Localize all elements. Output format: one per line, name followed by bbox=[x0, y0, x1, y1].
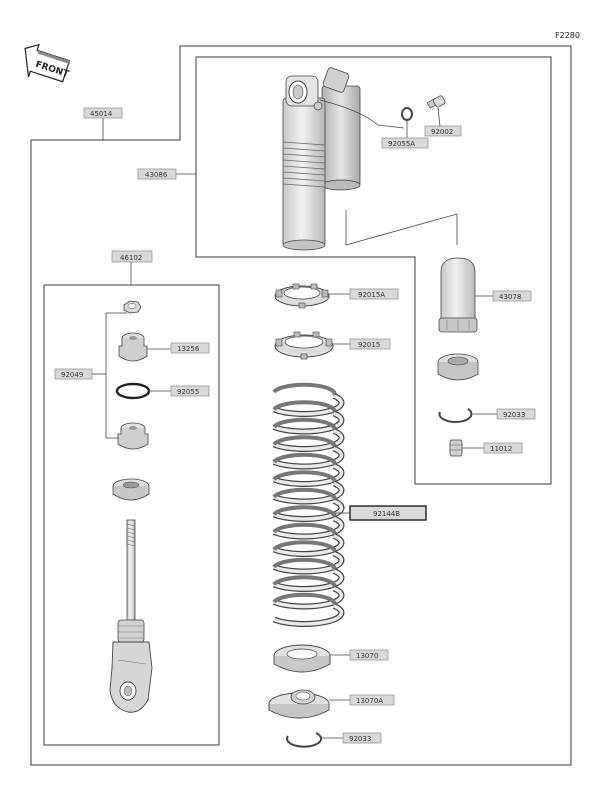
svg-text:92015: 92015 bbox=[358, 341, 380, 349]
damper-rod-part bbox=[109, 519, 153, 713]
label-92055: 92055 bbox=[170, 385, 210, 397]
label-13070: 13070 bbox=[349, 649, 389, 661]
subassembly-frame-46102 bbox=[43, 284, 220, 746]
svg-text:11012: 11012 bbox=[490, 445, 512, 453]
svg-text:92033: 92033 bbox=[349, 735, 371, 743]
reservoir-cap-43078-part bbox=[438, 257, 478, 333]
o-ring-92055-part bbox=[115, 382, 151, 400]
reservoir-end-cap-part bbox=[437, 353, 479, 381]
svg-text:43078: 43078 bbox=[499, 293, 521, 301]
valve-11012-part bbox=[449, 439, 463, 457]
piston-13256-part bbox=[118, 332, 148, 362]
coil-spring-92144B-part bbox=[272, 382, 345, 627]
svg-text:92055: 92055 bbox=[177, 388, 199, 396]
subassembly-frame-43086 bbox=[195, 56, 552, 485]
label-92015A: 92015A bbox=[349, 288, 399, 300]
screw-92002-part bbox=[426, 95, 446, 109]
svg-text:13070A: 13070A bbox=[356, 697, 383, 705]
adjuster-nut-92015-part bbox=[274, 331, 334, 360]
figure-code: F2280 bbox=[555, 31, 580, 40]
svg-text:92033: 92033 bbox=[503, 411, 525, 419]
svg-text:13256: 13256 bbox=[177, 345, 200, 353]
base-valve-part bbox=[117, 422, 149, 450]
svg-text:92049: 92049 bbox=[61, 371, 83, 379]
label-92033-lower: 92033 bbox=[342, 732, 382, 744]
label-43086: 43086 bbox=[137, 168, 177, 180]
label-46102: 46102 bbox=[111, 250, 153, 263]
nut-part bbox=[123, 300, 142, 314]
svg-text:43086: 43086 bbox=[145, 171, 168, 179]
front-arrow-icon: FRONT bbox=[24, 43, 71, 83]
bump-stop-part bbox=[112, 478, 150, 501]
label-92033-upper: 92033 bbox=[496, 408, 536, 420]
label-43078: 43078 bbox=[492, 290, 532, 302]
svg-text:13070: 13070 bbox=[356, 652, 378, 660]
label-13070A: 13070A bbox=[349, 694, 395, 706]
shock-body-part bbox=[282, 67, 361, 251]
svg-text:46102: 46102 bbox=[120, 254, 142, 262]
label-92015: 92015 bbox=[349, 338, 391, 350]
svg-text:92144B: 92144B bbox=[373, 510, 400, 518]
svg-text:45014: 45014 bbox=[90, 110, 113, 118]
label-92002: 92002 bbox=[424, 125, 462, 137]
svg-text:92055A: 92055A bbox=[388, 140, 415, 148]
label-92049: 92049 bbox=[54, 368, 93, 380]
label-92144B: 92144B bbox=[349, 505, 427, 521]
svg-text:92002: 92002 bbox=[431, 128, 453, 136]
circlip-92033-lower-part bbox=[286, 732, 323, 748]
label-13256: 13256 bbox=[170, 342, 210, 354]
circlip-92033-upper-part bbox=[438, 408, 473, 423]
spring-guide-13070A-part bbox=[268, 689, 330, 719]
label-11012: 11012 bbox=[483, 442, 523, 454]
label-92055A: 92055A bbox=[381, 137, 429, 149]
label-45014: 45014 bbox=[83, 107, 123, 119]
spring-seat-13070-part bbox=[273, 644, 331, 673]
svg-text:92015A: 92015A bbox=[358, 291, 385, 299]
lock-nut-92015A-part bbox=[274, 283, 330, 309]
assembly-frame-45014 bbox=[30, 45, 572, 766]
o-ring-92055A-part bbox=[401, 107, 413, 121]
